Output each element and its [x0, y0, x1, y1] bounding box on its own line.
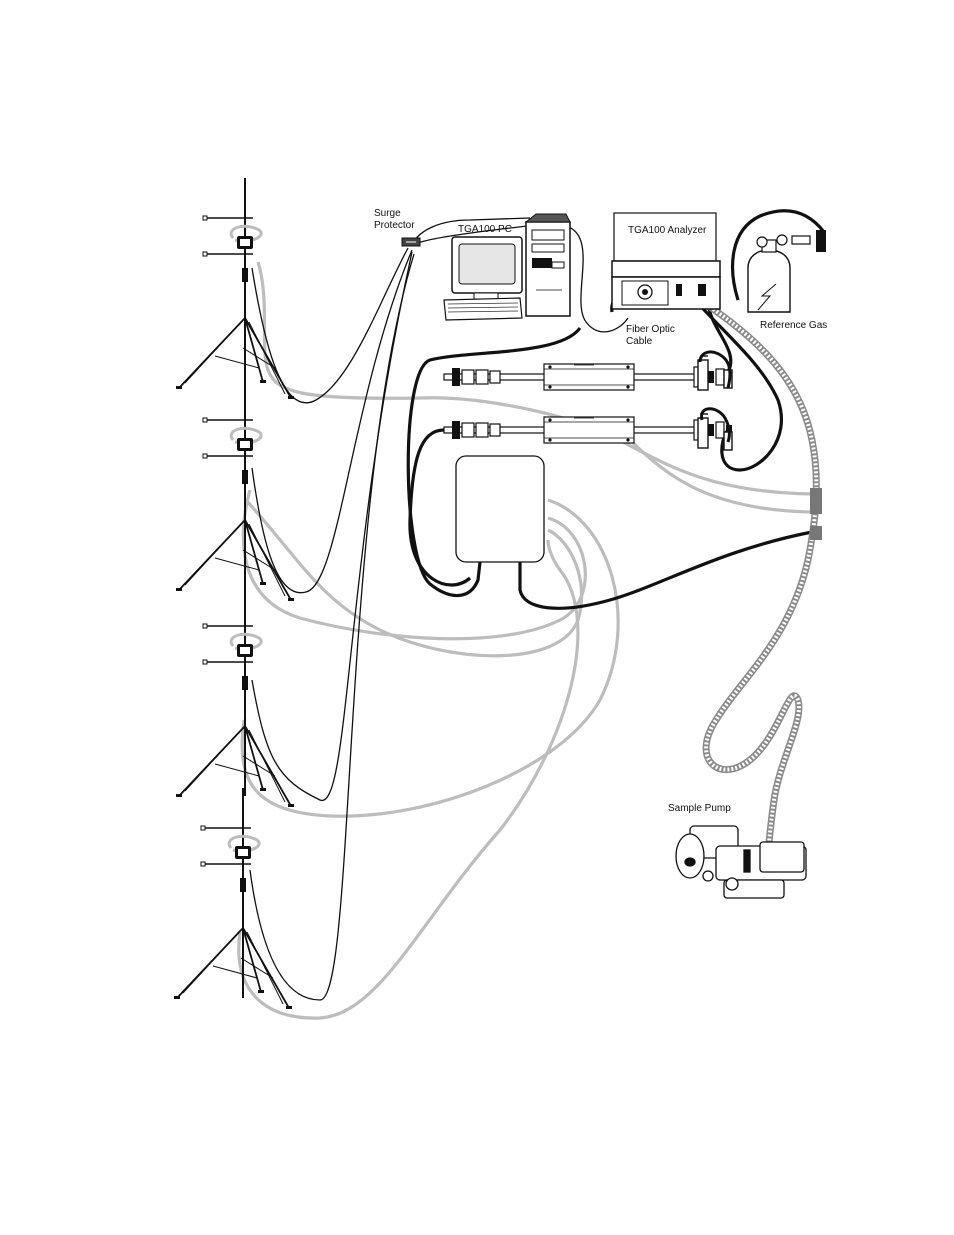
valves: [698, 356, 732, 450]
tripod-1: [176, 178, 294, 399]
tripod-4: [174, 788, 292, 1009]
tripod-2: [176, 380, 294, 601]
intake-tube-upper: [444, 364, 732, 390]
tripod-3: [176, 586, 294, 807]
fiber-optic-cable-label: Fiber Optic Cable: [626, 324, 675, 348]
surge-protector-label-line1: Surge: [374, 208, 415, 220]
surge-protector: [402, 238, 420, 246]
surge-protector-label: Surge Protector: [374, 208, 415, 232]
sample-pump: [676, 826, 806, 898]
tga-pc-label: TGA100 PC: [458, 224, 512, 236]
intake-tube-lower: [444, 417, 732, 443]
fiber-optic-label-line1: Fiber Optic: [626, 324, 675, 336]
manifold-box: [456, 456, 544, 562]
fiber-optic-label-line2: Cable: [626, 336, 675, 348]
reference-gas-cylinder: [748, 230, 826, 312]
sample-pump-label: Sample Pump: [668, 803, 731, 815]
surge-protector-label-line2: Protector: [374, 220, 415, 232]
tga-analyzer-label: TGA100 Analyzer: [628, 225, 706, 237]
reference-gas-label: Reference Gas: [760, 320, 827, 332]
